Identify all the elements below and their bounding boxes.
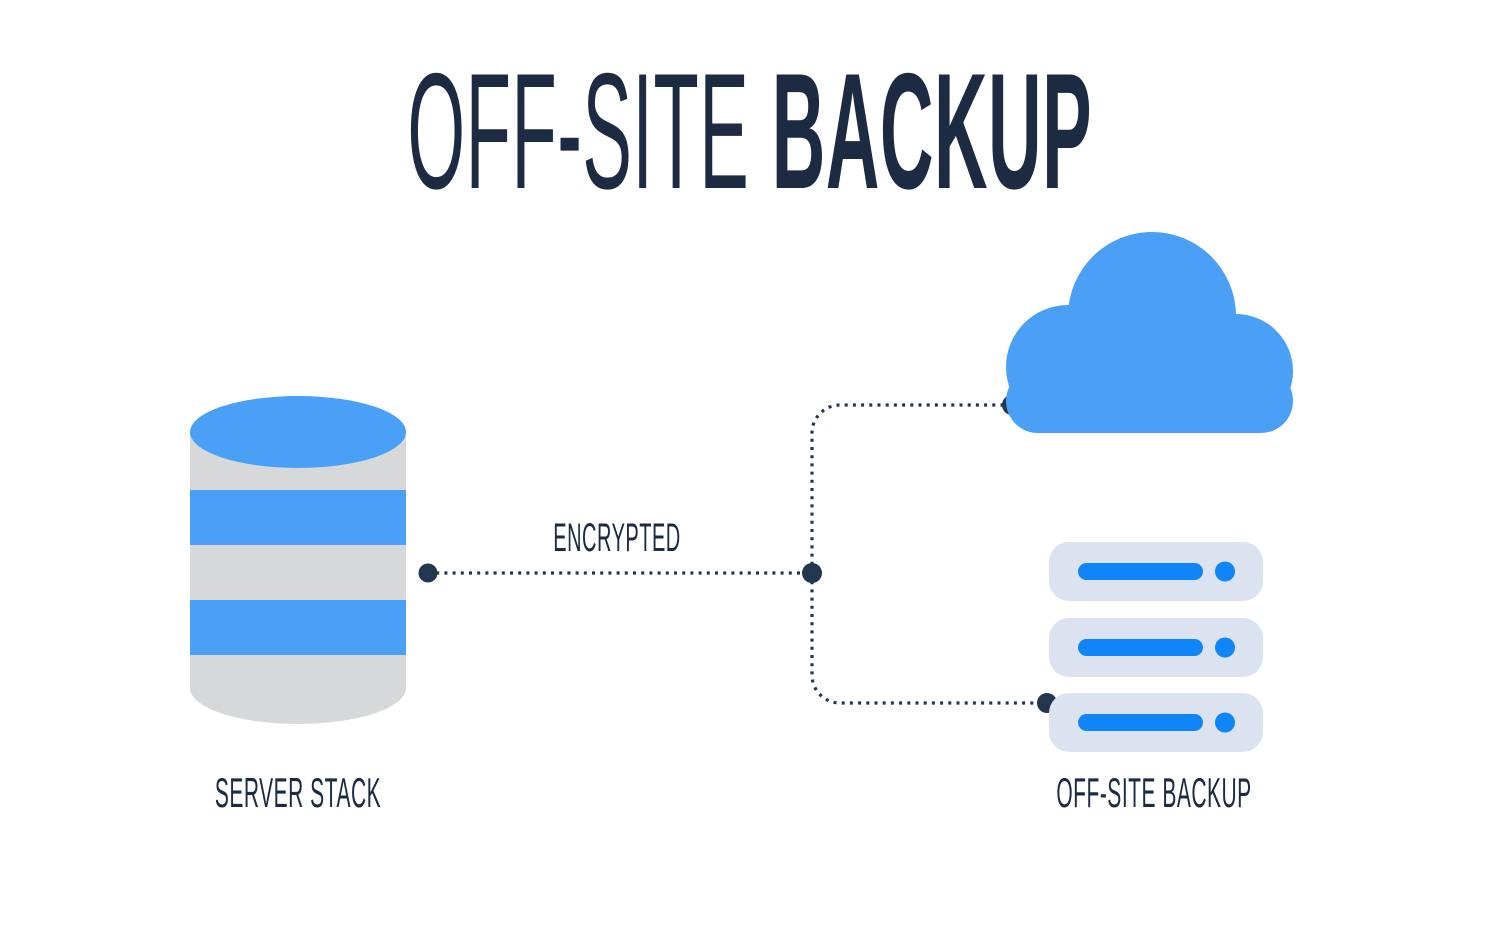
rack-unit-led — [1215, 637, 1235, 658]
rack-unit-2 — [1049, 618, 1263, 677]
cylinder-stripe-2 — [190, 600, 406, 655]
rack-unit-bar — [1078, 639, 1203, 656]
cylinder-top — [190, 396, 406, 468]
database-cylinder-icon — [190, 396, 406, 724]
rack-unit-bar — [1078, 714, 1203, 731]
server-stack-label: SERVER STACK — [214, 769, 382, 816]
rack-unit-led — [1215, 561, 1235, 582]
encrypted-connection-lines — [418, 395, 1057, 713]
cylinder-stripe-1 — [190, 490, 406, 545]
connector-node-server — [418, 563, 438, 583]
rack-unit-3 — [1049, 693, 1263, 752]
offsite-backup-label: OFF-SITE BACKUP — [1056, 769, 1252, 816]
rack-unit-bar — [1078, 563, 1203, 580]
connector-node-junction — [802, 563, 822, 583]
connector-to-cloud — [810, 403, 1012, 573]
rack-unit-led — [1215, 712, 1235, 733]
cloud-base — [1006, 369, 1293, 433]
cylinder-body — [190, 432, 406, 724]
rack-unit-1 — [1049, 542, 1263, 601]
encrypted-connection-label: ENCRYPTED — [553, 516, 681, 560]
connector-to-rack — [810, 573, 1047, 705]
server-rack-icon — [1049, 542, 1263, 752]
cloud-icon — [1006, 232, 1293, 433]
